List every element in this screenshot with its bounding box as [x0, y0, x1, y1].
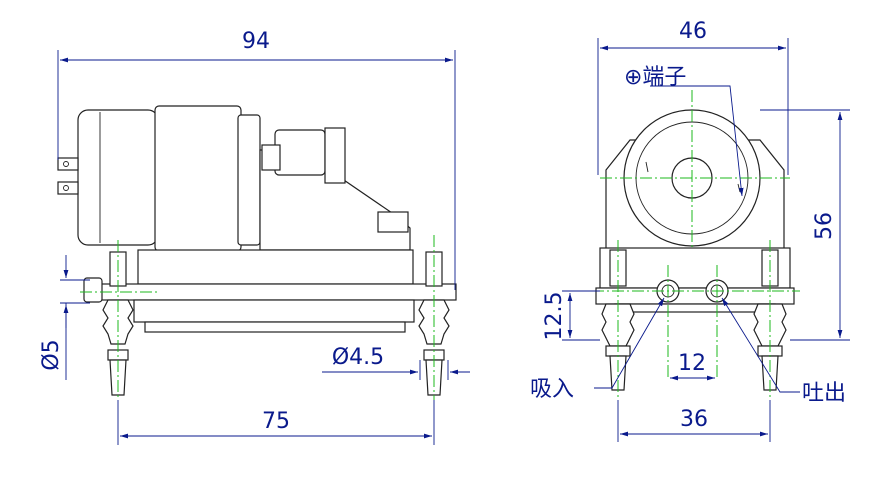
- dim-port-spacing: 75: [262, 409, 290, 434]
- dim-end-height: 56: [812, 212, 837, 240]
- dim-port-pitch: 12: [678, 351, 706, 376]
- end-view: [562, 38, 850, 442]
- dim-port-height: 12.5: [542, 292, 567, 341]
- dim-hole-diameter: Ø4.5: [332, 345, 384, 370]
- label-outlet: 吐出: [802, 381, 846, 406]
- dim-outlet-diameter: Ø5: [39, 339, 64, 370]
- dim-overall-width: 94: [242, 29, 270, 54]
- label-inlet: 吸入: [530, 377, 574, 402]
- dim-foot-spacing: 36: [680, 407, 708, 432]
- side-view: [57, 50, 470, 445]
- dim-end-width: 46: [679, 19, 707, 44]
- label-terminal: ⊕端子: [624, 65, 686, 90]
